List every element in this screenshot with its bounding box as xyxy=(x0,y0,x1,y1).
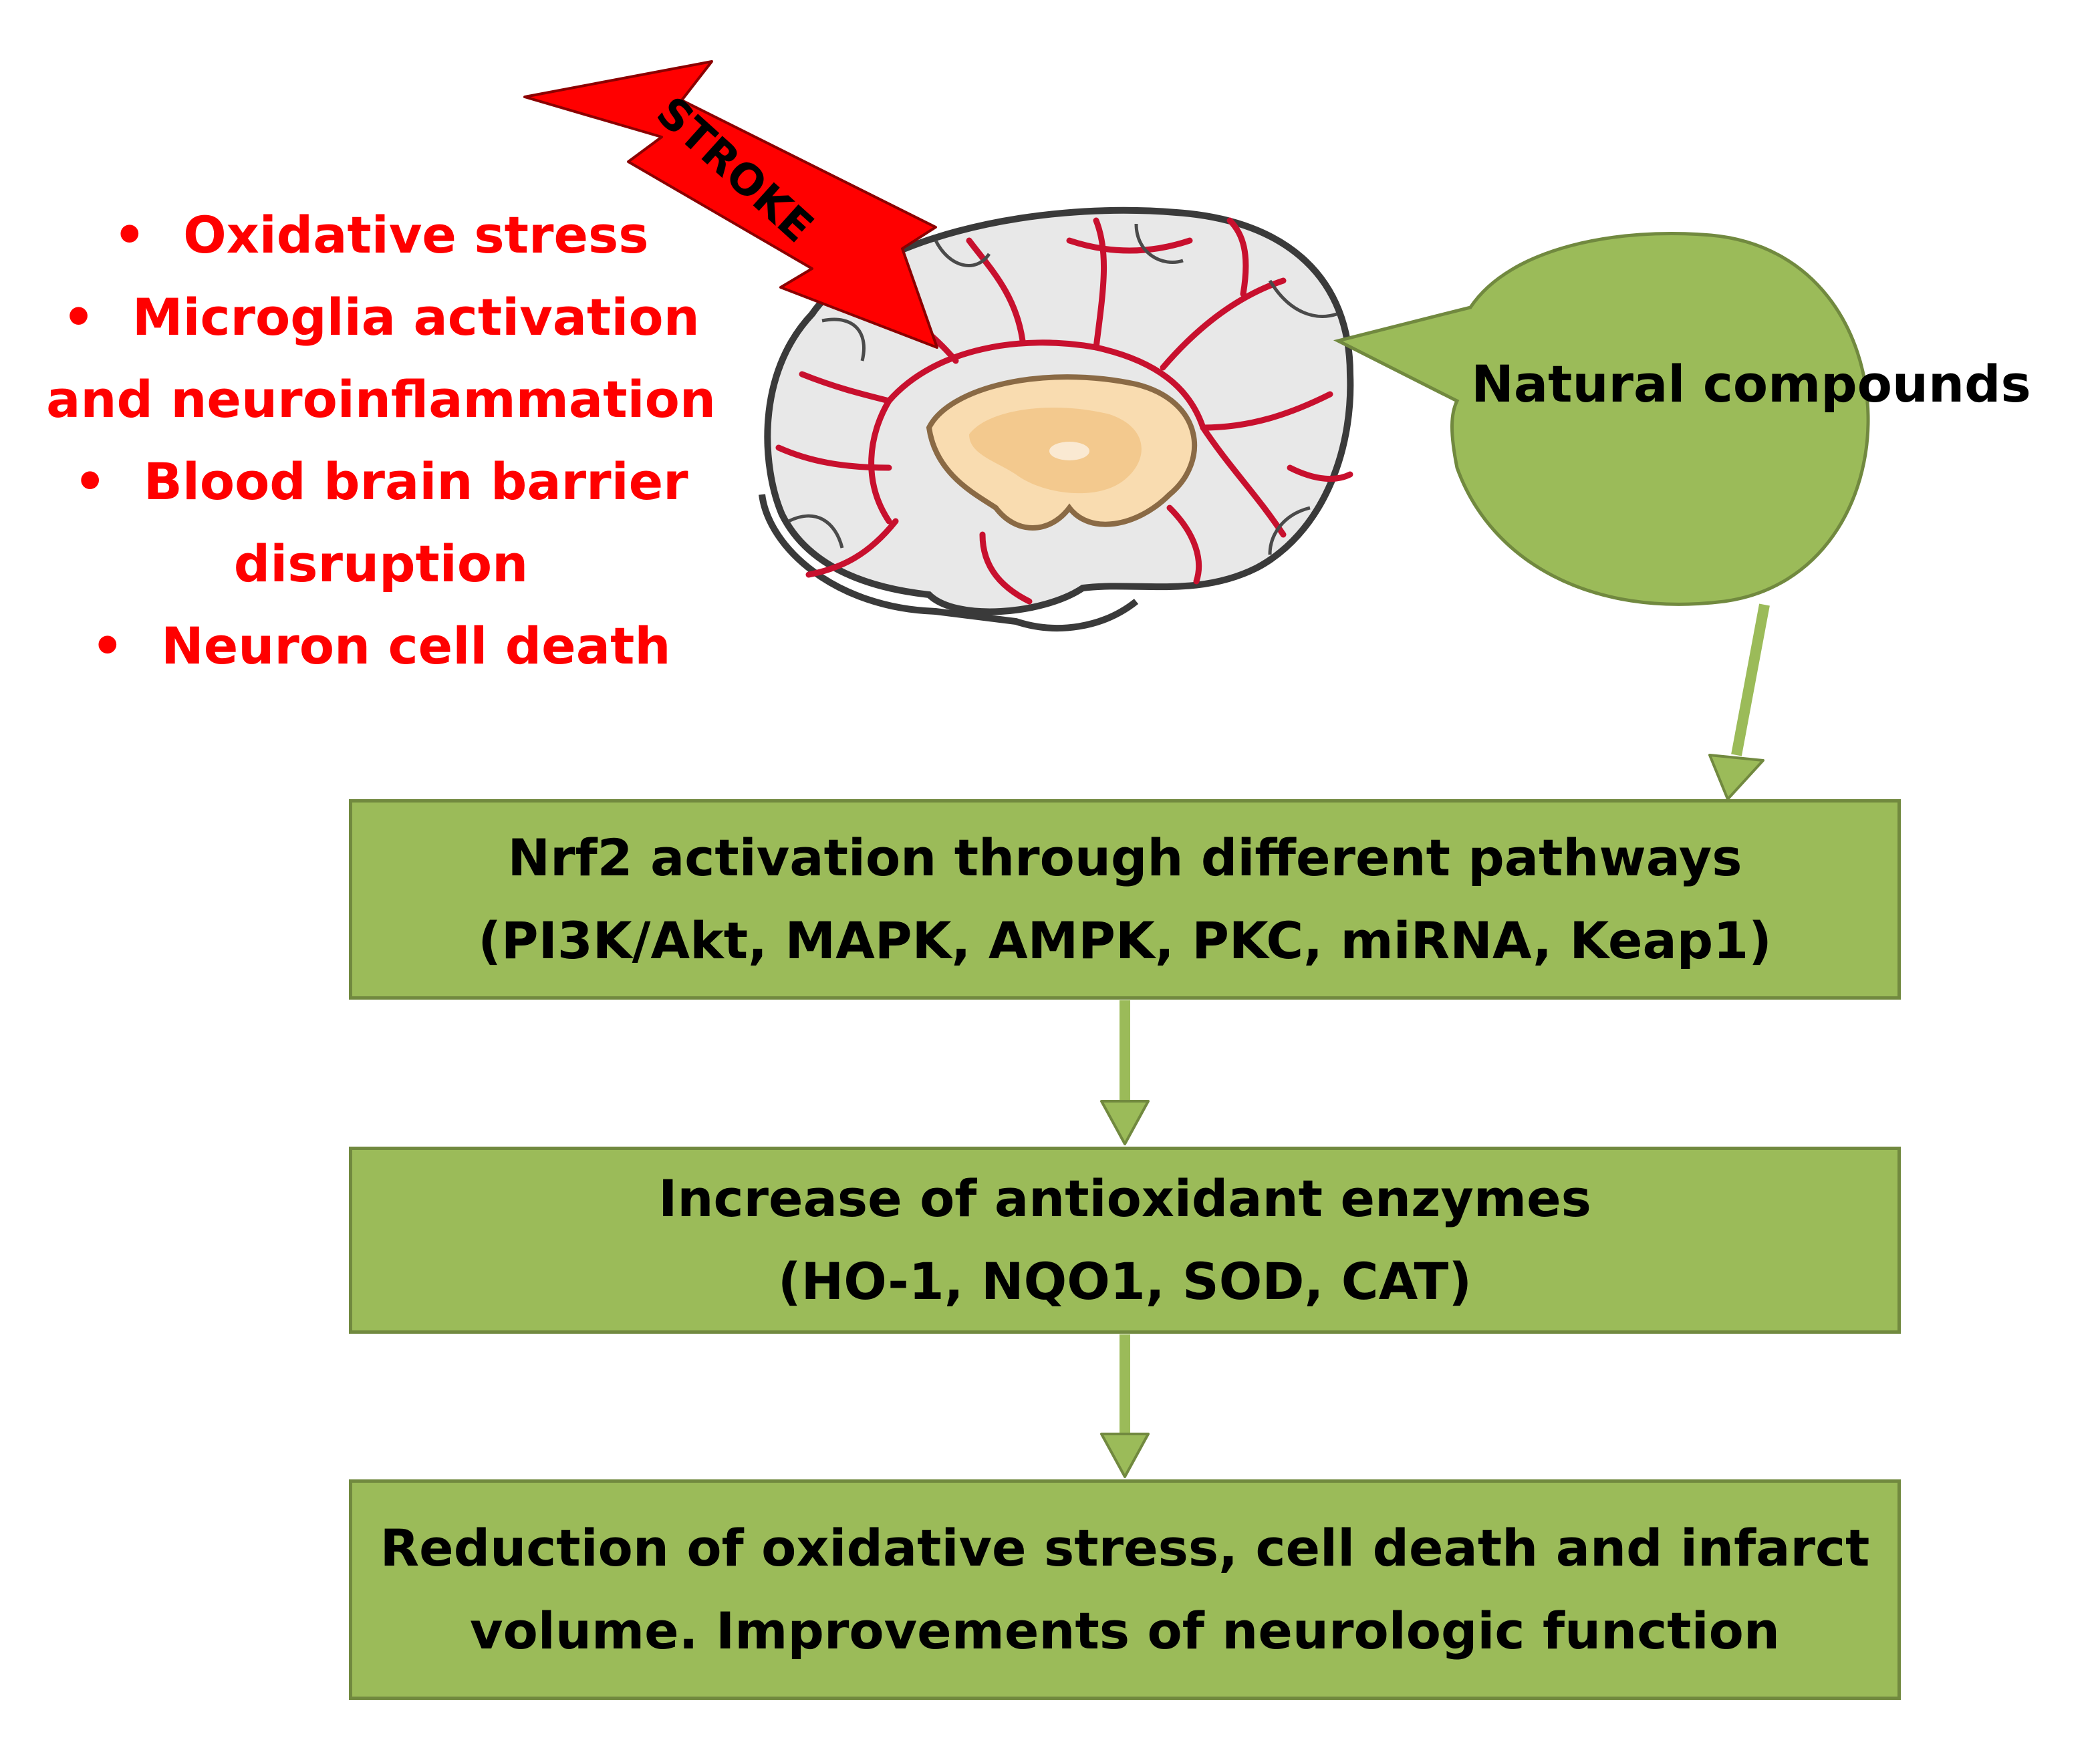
bullet-icon: • xyxy=(74,452,106,511)
effect-bbb-disruption: •Blood brain barrier disruption xyxy=(74,452,688,593)
effect-neuron-death: •Neuron cell death xyxy=(91,616,671,676)
step-2-line-1: Increase of antioxidant enzymes xyxy=(658,1169,1591,1228)
step-2-line-2: (HO-1, NQO1, SOD, CAT) xyxy=(777,1252,1472,1311)
stroke-effects-list: •Oxidative stress •Microglia activation … xyxy=(27,194,735,687)
step-1-line-2: (PI3K/Akt, MAPK, AMPK, PKC, miRNA, Keap1… xyxy=(478,911,1772,970)
step-3-line-1: Reduction of oxidative stress, cell deat… xyxy=(380,1518,1870,1578)
bullet-icon: • xyxy=(91,616,124,676)
natural-compounds-label: Natural compounds xyxy=(1471,354,2031,414)
effect-microglia-activation: •Microglia activation and neuroinflammat… xyxy=(46,287,716,429)
step-antioxidant-enzymes: Increase of antioxidant enzymes (HO-1, N… xyxy=(349,1147,1901,1334)
arrow-bubble-to-box1 xyxy=(1731,603,1770,756)
step-1-line-1: Nrf2 activation through different pathwa… xyxy=(507,828,1742,887)
bullet-icon: • xyxy=(113,205,146,265)
step-3-line-2: volume. Improvements of neurologic funct… xyxy=(470,1601,1780,1660)
bullet-icon: • xyxy=(62,287,95,347)
flow-arrows xyxy=(1100,603,1770,1478)
speech-bubble xyxy=(1333,231,1870,606)
effect-oxidative-stress: •Oxidative stress xyxy=(113,205,649,265)
step-nrf2-activation: Nrf2 activation through different pathwa… xyxy=(349,799,1901,1000)
step-outcome: Reduction of oxidative stress, cell deat… xyxy=(349,1479,1901,1700)
